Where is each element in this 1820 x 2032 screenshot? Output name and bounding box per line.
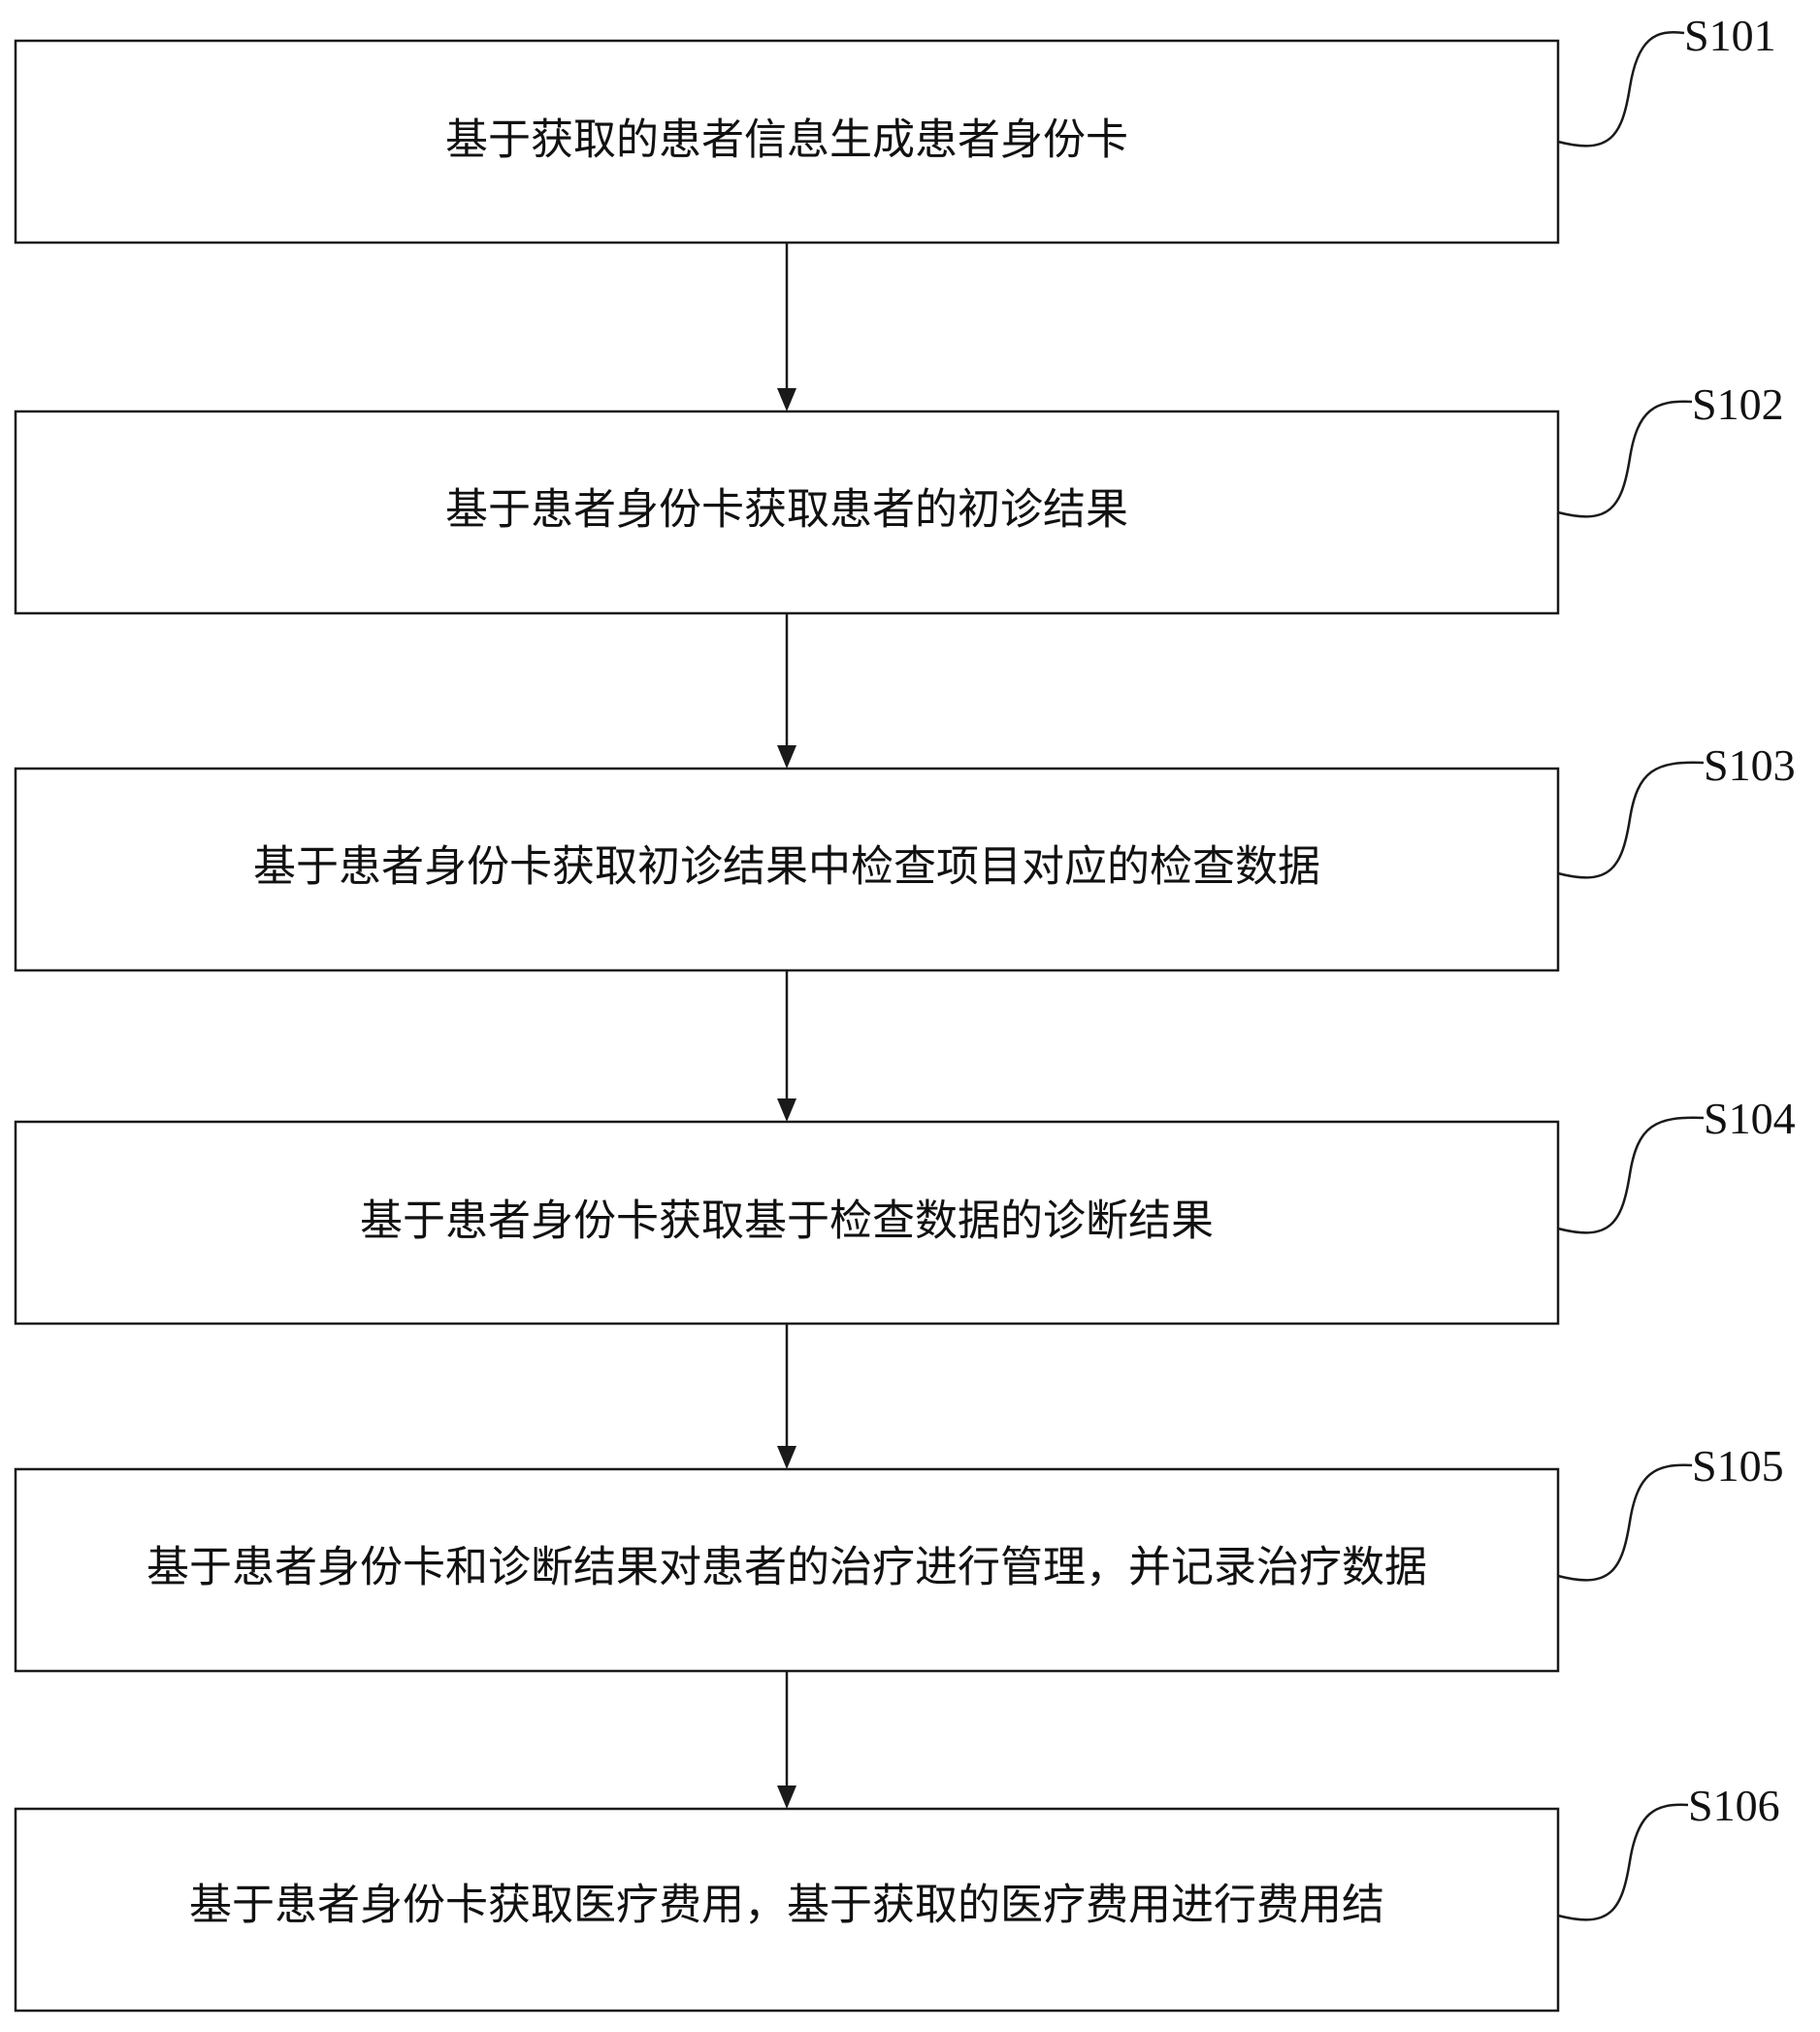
step-s103: 基于患者身份卡获取初诊结果中检查项目对应的检查数据 S103	[14, 740, 1796, 972]
step-box	[14, 1807, 1560, 2013]
step-label: S103	[1704, 740, 1796, 790]
step-s104: 基于患者身份卡获取基于检查数据的诊断结果 S104	[14, 1094, 1796, 1326]
step-text: 基于患者身份卡获取患者的初诊结果	[445, 485, 1128, 535]
step-label-leader	[1557, 1116, 1705, 1234]
step-text: 基于患者身份卡获取基于检查数据的诊断结果	[360, 1196, 1214, 1246]
step-box	[14, 1120, 1560, 1326]
flow-arrow	[777, 1324, 796, 1469]
step-box	[14, 410, 1560, 615]
step-box	[14, 767, 1560, 972]
step-label: S104	[1704, 1094, 1796, 1143]
step-text: 基于获取的患者信息生成患者身份卡	[445, 115, 1128, 165]
step-label-leader	[1557, 1463, 1693, 1582]
step-s105: 基于患者身份卡和诊断结果对患者的治疗进行管理，并记录治疗数据 S105	[14, 1441, 1784, 1673]
step-s101: 基于获取的患者信息生成患者身份卡 S101	[14, 11, 1776, 245]
step-text: 基于患者身份卡获取初诊结果中检查项目对应的检查数据	[253, 842, 1320, 892]
step-label: S101	[1684, 11, 1776, 60]
flow-arrow	[777, 243, 796, 411]
flow-arrow	[777, 613, 796, 769]
step-label: S105	[1692, 1441, 1784, 1491]
step-box	[14, 1467, 1560, 1673]
step-label-leader	[1557, 761, 1705, 879]
step-label-leader	[1557, 1803, 1689, 1921]
step-label: S102	[1692, 379, 1784, 429]
flow-arrow	[777, 1671, 796, 1809]
step-box	[14, 39, 1560, 245]
step-s102: 基于患者身份卡获取患者的初诊结果 S102	[14, 379, 1784, 615]
step-text: 基于患者身份卡获取医疗费用，基于获取的医疗费用进行费用结	[189, 1881, 1384, 1930]
step-s106: 基于患者身份卡获取医疗费用，基于获取的医疗费用进行费用结 S106	[14, 1781, 1780, 2013]
flow-arrow	[777, 970, 796, 1122]
step-label: S106	[1688, 1781, 1780, 1830]
step-text: 基于患者身份卡和诊断结果对患者的治疗进行管理，并记录治疗数据	[146, 1543, 1427, 1592]
step-label-leader	[1557, 31, 1685, 147]
step-label-leader	[1557, 400, 1693, 518]
